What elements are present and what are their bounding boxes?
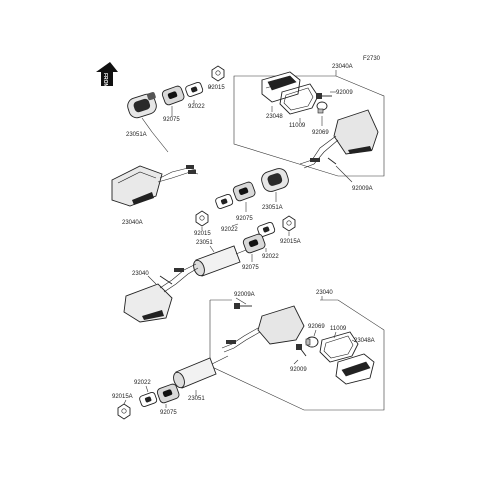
callout-11009-box-bottom: 11009 [330,326,347,332]
socket-23051A-top [127,92,157,119]
callout-92009A-box-top: 92009A [352,186,373,192]
figure-code: F2730 [363,56,381,62]
callout-23051-bottom: 23051 [188,396,205,402]
callout-92075-top: 92075 [163,117,180,123]
callout-23051A-mid: 23051A [262,205,283,211]
socket-23051-bottom [173,355,229,389]
front-direction-stamp: FRONT [96,62,118,90]
callout-92009-box-top: 92009 [336,90,353,96]
callout-92069-box-top: 92069 [312,130,329,136]
callout-92022-bottom: 92022 [134,380,151,386]
grommet-92075-mid [232,181,256,202]
callout-92075-mid: 92075 [236,216,253,222]
callout-92015A-bottom: 92015A [112,394,133,400]
callout-92015-top: 92015 [208,85,225,91]
turn-signal-23040-left [123,263,199,323]
turn-signal-23040-right [221,305,305,353]
callout-92069-box-bottom: 92069 [308,324,325,330]
socket-23051-mid [193,245,247,277]
gasket-23048-top [279,83,319,115]
callout-11009-box-top: 11009 [289,123,306,129]
washer-92022-mid [215,193,234,209]
bulb-92069-bottom [305,336,319,348]
callout-92075-bottom: 92075 [160,410,177,416]
washer-92022-bottom [139,391,158,407]
callout-23048A-box-bottom: 23048A [354,338,375,344]
callout-23040A-left: 23040A [122,220,143,226]
grommet-92075-mid2 [242,233,266,254]
callout-92015-mid: 92015 [194,231,211,237]
lens-23048A-bottom [335,353,375,385]
screw-92009-top [316,93,332,99]
nut-92015-mid [195,210,209,227]
gasket-23048A-bottom [319,331,359,363]
callout-92009A-box-bottom: 92009A [234,292,255,298]
turn-signal-23040A-left [111,165,199,207]
callout-92022-mid: 92022 [221,227,238,233]
nut-92015-top [211,65,225,82]
grommet-92075-bottom [156,383,180,404]
socket-23051A-mid [261,168,289,192]
callout-23040-left: 23040 [132,271,149,277]
callout-23051-mid: 23051 [196,240,213,246]
washer-92022-mid2 [257,221,276,237]
nut-92015A-mid [282,215,296,232]
callout-23040A-box-top: 23040A [332,64,353,70]
callout-92075-mid2: 92075 [242,265,259,271]
callout-23048-box-top: 23048 [266,114,283,120]
callout-92022-top: 92022 [188,104,205,110]
screw-92009A-bottom [234,303,252,309]
turn-signal-23040A-right [299,109,379,169]
callout-92022-mid2: 92022 [262,254,279,260]
nut-92015A-bottom [117,403,131,420]
front-label: FRONT [102,73,108,90]
washer-92022-top [185,81,204,97]
front-arrow-icon [96,62,118,86]
callout-92015A-mid: 92015A [280,239,301,245]
callout-23040-box-bottom: 23040 [316,290,333,296]
screw-92009-bottom [296,344,307,357]
callout-23051A-top: 23051A [126,132,147,138]
lens-23048-top [261,71,301,103]
grommet-92075-top [161,85,185,106]
callout-92009-box-bottom: 92009 [290,367,307,373]
bulb-92069-top [316,101,328,114]
